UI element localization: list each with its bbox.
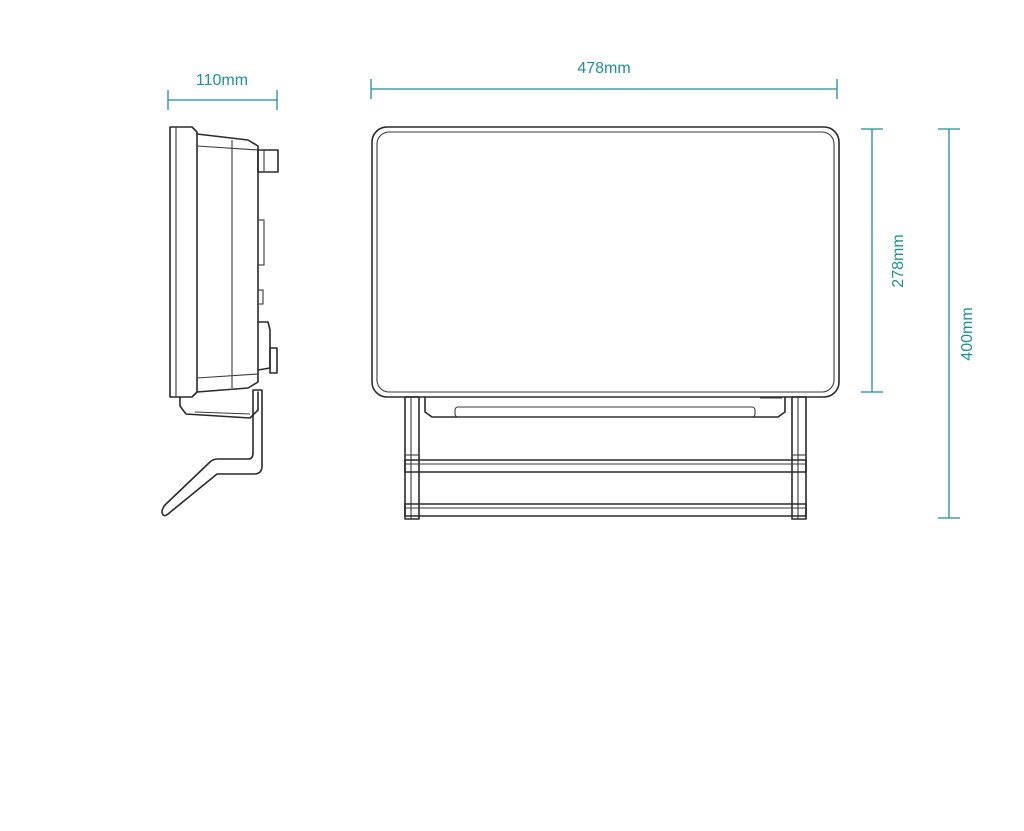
dimension-width: 478mm — [370, 60, 838, 99]
dimension-width-label: 478mm — [577, 60, 630, 77]
dimension-depth-label: 110mm — [196, 72, 248, 89]
dimension-depth: 110mm — [167, 72, 278, 110]
dimension-panel-height: 278mm — [861, 128, 907, 393]
dimension-total-height: 400mm — [938, 128, 976, 519]
front-view — [371, 126, 840, 520]
side-view — [161, 126, 279, 517]
dimension-total-height-label: 400mm — [959, 307, 976, 360]
dimension-panel-height-label: 278mm — [890, 234, 907, 287]
